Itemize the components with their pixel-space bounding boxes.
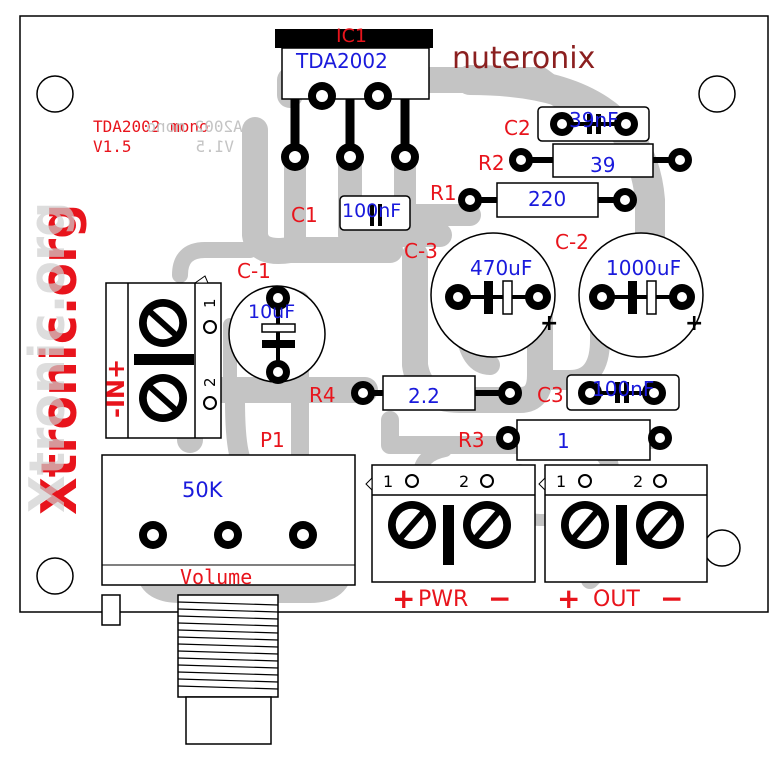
pad-icon (458, 188, 482, 212)
c3-elec-value: 470uF (470, 256, 532, 280)
pad-icon (498, 381, 522, 405)
ic1-part: TDA2002 (295, 49, 388, 73)
output-pin1: 1 (556, 472, 566, 491)
mounting-hole-icon (36, 557, 74, 595)
site-logo: Xtronic.org (31, 204, 88, 515)
pad-icon (281, 143, 309, 171)
pad-icon (139, 521, 167, 549)
pad-icon (496, 426, 520, 450)
c3-ref: C3 (537, 383, 564, 407)
c1-value: 100nF (342, 200, 401, 222)
mirror-title-line1: TDA2002 mono (146, 117, 262, 136)
output-terminal: 1 2 + OUT − (538, 464, 708, 615)
pad-icon (589, 284, 615, 310)
screw-terminal-icon (561, 501, 609, 549)
ic1-tda2002: IC1 TDA2002 (275, 25, 433, 171)
power-minus: − (488, 582, 511, 615)
resistor-r1: 220 R1 (430, 181, 637, 218)
board-title-line2: V1.5 (93, 137, 132, 156)
output-minus: − (660, 582, 683, 615)
output-label: OUT (593, 587, 640, 612)
pad-icon (525, 284, 551, 310)
c2-ref: C2 (504, 116, 531, 140)
c3-elec-ref: C-3 (404, 239, 438, 263)
capacitor-c1: 100nF C1 (291, 195, 411, 231)
capacitor-c2: 39nF C2 (504, 106, 650, 142)
c2-elec-value: 1000uF (606, 256, 681, 280)
power-pin2: 2 (459, 472, 469, 491)
electrolytic-capacitor-c2: 1000uF + C-2 (555, 230, 704, 358)
pad-icon (289, 521, 317, 549)
pad-icon (613, 188, 637, 212)
p1-value: 50K (182, 478, 224, 502)
screw-terminal-icon (139, 299, 187, 347)
pad-icon (614, 112, 638, 136)
resistor-r4: 2.2 R4 (309, 375, 522, 411)
potentiometer-p1: 50K Volume P1 (101, 428, 356, 745)
p1-ref: P1 (260, 428, 285, 452)
pad-icon (391, 143, 419, 171)
r4-ref: R4 (309, 383, 336, 407)
screw-terminal-icon (388, 501, 436, 549)
pad-icon (668, 148, 692, 172)
site-logo-shadow: Xtronic.org (19, 202, 76, 513)
power-plus: + (392, 582, 415, 615)
r4-value: 2.2 (408, 384, 440, 408)
mounting-hole-icon (698, 75, 736, 113)
input-pin1: 1 (201, 298, 219, 308)
pad-icon (642, 381, 666, 405)
c3-elec-polarity: + (540, 311, 558, 336)
mirror-title-line2: V1.5 (195, 137, 234, 156)
pad-icon (648, 426, 672, 450)
power-pin1: 1 (383, 472, 393, 491)
screw-terminal-icon (463, 501, 511, 549)
output-plus: + (557, 582, 580, 615)
resistor-r3: 1 R3 (458, 419, 672, 461)
resistor-r2: 39 R2 (478, 143, 692, 178)
mounting-hole-icon (703, 529, 741, 567)
c1-ref: C1 (291, 203, 318, 227)
r1-value: 220 (528, 187, 566, 211)
pad-icon (351, 381, 375, 405)
pad-icon (578, 381, 602, 405)
pad-icon (308, 82, 336, 110)
pad-icon (266, 286, 290, 310)
r2-ref: R2 (478, 151, 505, 175)
input-terminal: 1 2 -IN+ (102, 275, 222, 439)
r3-ref: R3 (458, 428, 485, 452)
pad-icon (669, 284, 695, 310)
r3-value: 1 (557, 429, 570, 453)
pad-icon (214, 521, 242, 549)
electrolytic-capacitor-c3: 470uF + C-3 (404, 232, 558, 358)
brand-name: nuteronix (452, 41, 595, 76)
r1-ref: R1 (430, 181, 457, 205)
c2-elec-polarity: + (685, 311, 703, 336)
p1-name: Volume (180, 565, 252, 589)
screw-terminal-icon (139, 374, 187, 422)
r2-value: 39 (590, 153, 615, 177)
c2-elec-ref: C-2 (555, 230, 589, 254)
power-terminal: 1 2 + PWR − (365, 464, 536, 615)
mounting-hole-icon (36, 75, 74, 113)
pad-icon (445, 284, 471, 310)
c1-elec-value: 10uF (248, 301, 295, 323)
pad-icon (550, 112, 574, 136)
capacitor-c3: 100nF C3 (537, 374, 680, 411)
c2-value: 39nF (569, 108, 619, 132)
output-pin2: 2 (633, 472, 643, 491)
c1-elec-ref: C-1 (237, 259, 271, 283)
ic1-ref: IC1 (336, 25, 367, 47)
electrolytic-capacitor-c1: 10uF C-1 (228, 259, 326, 384)
c3-value: 100nF (592, 377, 654, 401)
pad-icon (509, 148, 533, 172)
board-title-line1: TDA2002 mono (93, 117, 209, 136)
input-label: -IN+ (102, 359, 130, 418)
pad-icon (336, 143, 364, 171)
pad-icon (266, 360, 290, 384)
pad-icon (364, 82, 392, 110)
input-pin2: 2 (201, 377, 219, 387)
power-label: PWR (418, 587, 468, 612)
screw-terminal-icon (636, 501, 684, 549)
